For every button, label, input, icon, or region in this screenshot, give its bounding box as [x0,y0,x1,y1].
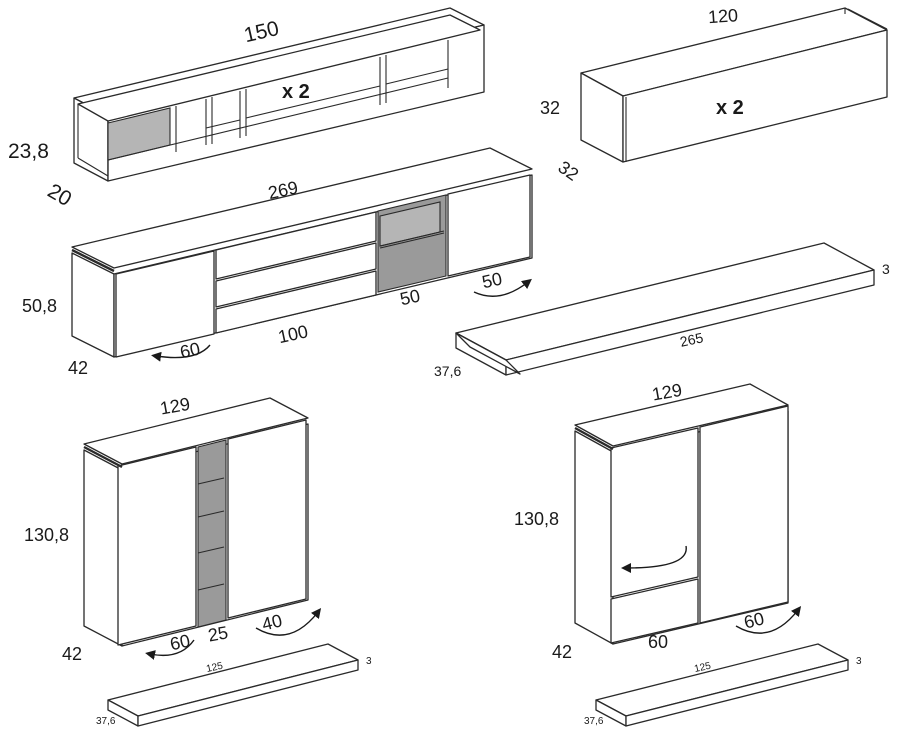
wall-box-quantity-label: x 2 [716,97,744,119]
long-panel-depth-label: 37,6 [434,363,461,379]
wall-box-height-label: 32 [540,98,560,118]
tv-drawer-width-label: 100 [276,321,310,347]
shelf-unit: 150 x 2 23,8 20 [8,7,485,211]
panel-right-thickness-label: 3 [856,656,862,667]
tv-height-label: 50,8 [22,296,57,316]
shelf-width-label: 150 [242,17,281,47]
panel-left-length-label: 125 [205,661,224,675]
wall-box-unit: 120 32 32 x 2 [540,5,888,185]
long-panel-length-label: 265 [678,329,704,350]
cabinet-left-depth-label: 42 [62,644,82,664]
tv-unit: 269 50,8 42 100 50 60 50 [22,147,533,378]
panel-left: 125 3 37,6 [96,643,372,727]
tv-open-width-label: 50 [398,286,422,310]
cabinet-left-width-label: 129 [159,394,192,419]
panel-right-depth-label: 37,6 [584,716,604,727]
panel-left-depth-label: 37,6 [96,716,116,727]
long-wall-panel: 265 3 37,6 [434,242,890,379]
panel-left-thickness-label: 3 [366,656,372,667]
wall-box-depth-label: 32 [554,157,582,185]
long-panel-thickness-label: 3 [882,261,890,277]
cabinet-right-height-label: 130,8 [514,509,559,529]
tv-depth-label: 42 [68,358,88,378]
shelf-quantity-label: x 2 [282,81,310,103]
cabinet-right: 129 130,8 42 60 60 [514,380,802,662]
shelf-height-label: 23,8 [8,140,49,163]
cabinet-left: 129 130,8 42 60 25 40 [24,394,322,664]
panel-right-length-label: 125 [693,661,712,675]
tv-door-left-label: 60 [178,339,202,363]
shelf-depth-label: 20 [44,179,76,211]
cabinet-right-drawer-width-label: 60 [648,632,668,652]
cabinet-left-height-label: 130,8 [24,525,69,545]
cabinet-right-door-right-label: 60 [742,608,766,632]
tv-door-right-label: 50 [480,269,504,293]
cabinet-left-door-right-label: 40 [260,610,284,634]
cabinet-right-depth-label: 42 [552,642,572,662]
panel-right: 125 3 37,6 [584,643,862,727]
wall-box-width-label: 120 [707,5,738,27]
cabinet-left-open-width-label: 25 [206,622,229,645]
cabinet-left-door-left-label: 60 [168,631,192,655]
